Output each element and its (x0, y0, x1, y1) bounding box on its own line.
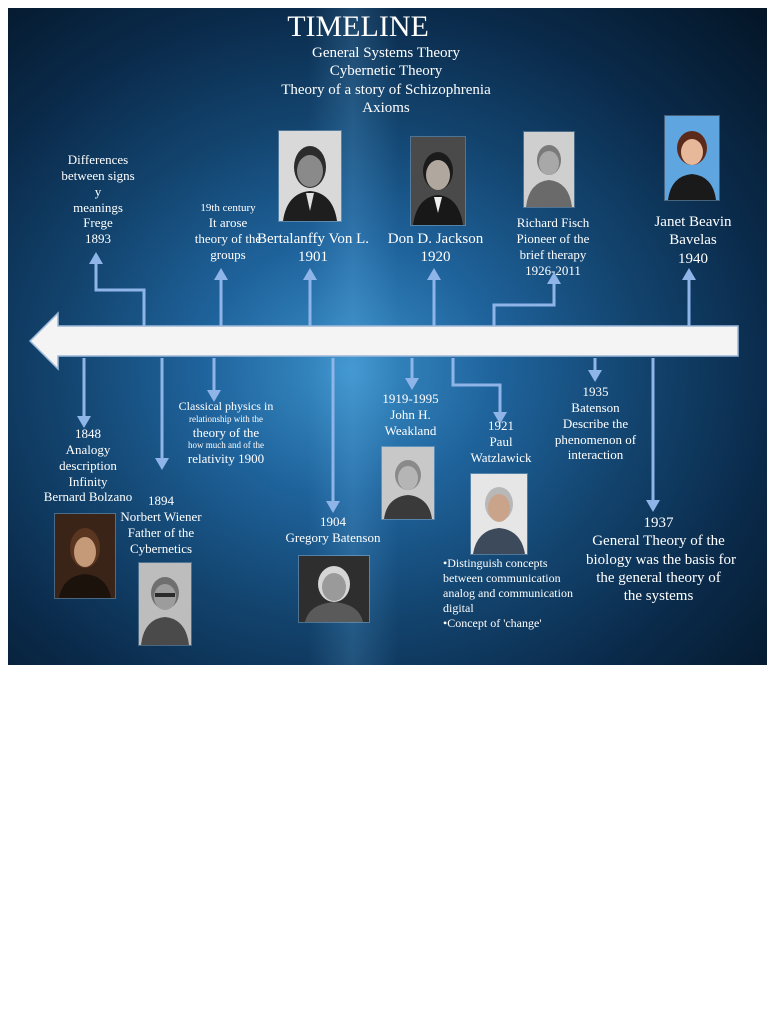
page-title: TIMELINE (287, 10, 429, 43)
arrowhead-weakland (405, 378, 419, 390)
label-bertalanffy: Bertalanffy Von L. 1901 (256, 231, 370, 266)
label-bolzano: 1848 Analogy description Infinity Bernar… (43, 426, 133, 505)
photo-bavelas (664, 115, 720, 201)
photo-fisch (523, 131, 575, 208)
arrowhead-general1937 (646, 500, 660, 512)
label-general1937: 1937 General Theory of the biology was t… (586, 515, 736, 605)
label-watzlawick: 1921 Paul Watzlawick (470, 418, 532, 465)
photo-bateson (298, 555, 370, 623)
timeline-connectors (28, 252, 739, 513)
theory-axioms: Axioms (362, 99, 410, 116)
arrowhead-jackson (427, 268, 441, 280)
arrowhead-fisch (547, 272, 561, 284)
label-wiener: 1894 Norbert Wiener Father of the Cybern… (120, 493, 202, 556)
label-fisch: Richard Fisch Pioneer of the brief thera… (516, 215, 590, 278)
arrowhead-physics (207, 390, 221, 402)
arrowhead-batenson1935 (588, 370, 602, 382)
arrowhead-bolzano (77, 416, 91, 428)
photo-wiener (138, 562, 192, 646)
arrowhead-frege (89, 252, 103, 264)
timeline-slide: TIMELINE General Systems Theory Cybernet… (8, 8, 767, 665)
arrowhead-watzlawick (493, 412, 507, 424)
photo-watzlawick (470, 473, 528, 555)
label-bateson: 1904 Gregory Batenson (285, 514, 381, 545)
arrowhead-bertalanffy (303, 268, 317, 280)
label-physics: Classical physics in relationship with t… (178, 399, 274, 467)
watzlawick-notes: •Distinguish concepts between communicat… (443, 556, 573, 630)
connector-frege (94, 260, 146, 326)
connector-watzlawick (451, 358, 502, 416)
theories-list: General Systems Theory Cybernetic Theory… (266, 44, 506, 117)
theory-cybernetic: Cybernetic Theory (329, 63, 443, 80)
arrowhead-wiener (155, 458, 169, 470)
photo-weakland (381, 446, 435, 520)
arrowhead-groups (214, 268, 228, 280)
label-weakland: 1919-1995 John H. Weakland (382, 391, 439, 438)
label-jackson: Don D. Jackson 1920 (387, 231, 484, 266)
theory-schizophrenia: Theory of a story of Schizophrenia (281, 81, 491, 98)
theory-general-systems: General Systems Theory (311, 45, 461, 61)
label-bavelas: Janet Beavin Bavelas 1940 (654, 214, 732, 267)
main-timeline-arrow (28, 311, 739, 371)
label-frege: Differences between signs y meanings Fre… (61, 152, 135, 247)
label-batenson1935: 1935 Batenson Describe the phenomenon of… (554, 384, 637, 463)
photo-bertalanffy (278, 130, 342, 222)
label-groups: 19th century It arose theory of the grou… (194, 202, 262, 263)
arrowhead-bateson (326, 501, 340, 513)
arrowhead-bavelas (682, 268, 696, 280)
photo-jackson (410, 136, 466, 226)
connector-fisch (492, 280, 556, 326)
photo-bolzano (54, 513, 116, 599)
